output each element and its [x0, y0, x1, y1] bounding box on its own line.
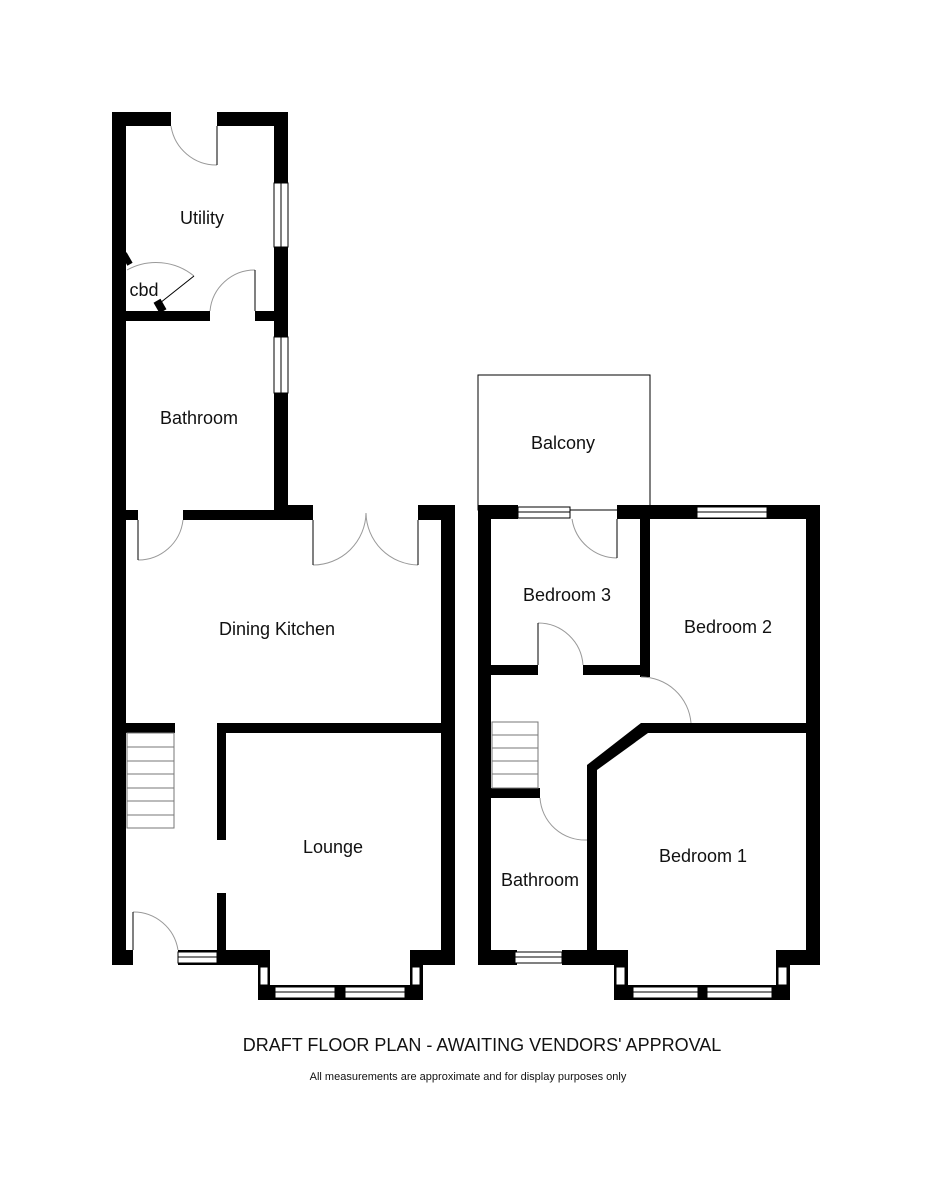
room-label-bedroom-1: Bedroom 1: [659, 846, 747, 866]
room-label-ground-bathroom: Bathroom: [160, 408, 238, 428]
first-floor-windows: [514, 506, 788, 999]
first-floor-stairs: [491, 721, 539, 789]
plan-title: DRAFT FLOOR PLAN - AWAITING VENDORS' APP…: [243, 1035, 722, 1055]
room-label-utility: Utility: [180, 208, 224, 228]
room-label-first-bathroom: Bathroom: [501, 870, 579, 890]
room-label-balcony: Balcony: [531, 433, 595, 453]
room-label-cupboard: cbd: [129, 280, 158, 300]
ground-floor-stairs: [126, 732, 175, 829]
room-label-dining-kitchen: Dining Kitchen: [219, 619, 335, 639]
room-label-bedroom-2: Bedroom 2: [684, 617, 772, 637]
room-label-bedroom-3: Bedroom 3: [523, 585, 611, 605]
plan-disclaimer: All measurements are approximate and for…: [310, 1071, 627, 1083]
ground-floor-windows: [177, 182, 421, 999]
first-floor-doors: [537, 518, 692, 841]
room-label-lounge: Lounge: [303, 837, 363, 857]
ground-floor-doors: [126, 125, 419, 951]
